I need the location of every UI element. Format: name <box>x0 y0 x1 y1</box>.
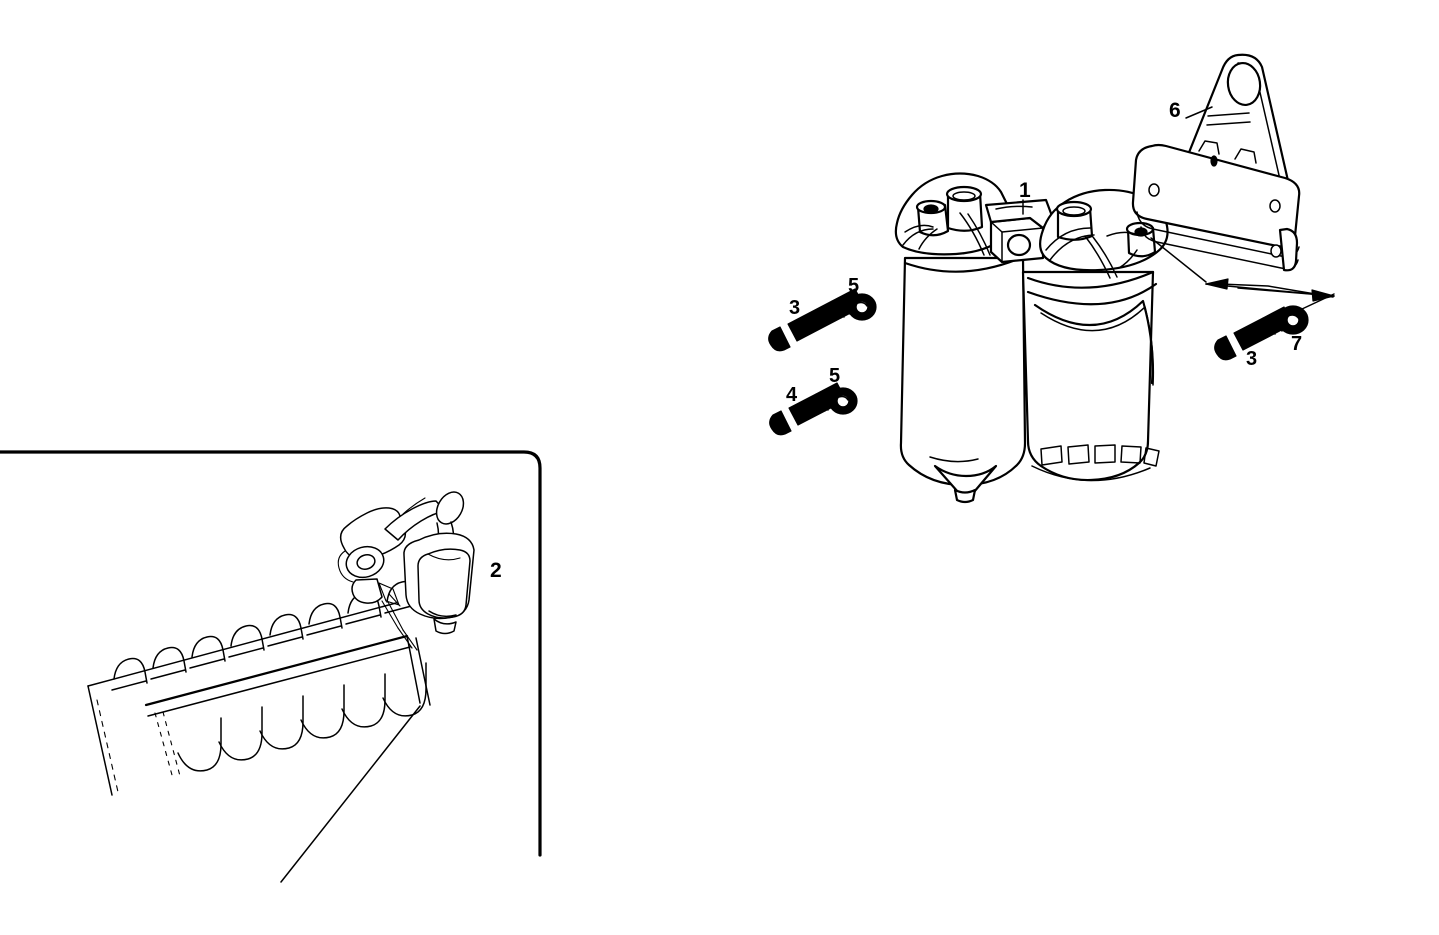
inset-panel-border <box>0 450 542 857</box>
mounting-bracket <box>1131 53 1301 272</box>
callout-6: 6 <box>1169 99 1181 122</box>
callout-7: 7 <box>1291 333 1303 355</box>
engine-cooling-fins <box>177 662 427 772</box>
inset-fuel-lift-pump <box>337 491 475 651</box>
callout-2: 2 <box>490 559 502 582</box>
fuel-filter-assembly <box>894 172 1169 504</box>
callout-5-upper: 5 <box>848 275 860 297</box>
callout-1: 1 <box>1019 179 1031 202</box>
bolt-3-long-left <box>768 288 865 352</box>
washer-5-lower <box>828 387 858 415</box>
callout-3-right: 3 <box>1246 348 1258 370</box>
bolt-3-long-right <box>1214 306 1294 361</box>
callout-3-left: 3 <box>789 297 801 319</box>
callout-4: 4 <box>786 384 798 406</box>
inset-engine-block <box>87 580 431 883</box>
callout-5-lower: 5 <box>829 365 841 387</box>
leader-lines <box>1022 106 1335 318</box>
washer-5-upper <box>847 293 877 321</box>
washer-7-spring <box>1277 305 1309 335</box>
filter-grip-slots <box>1040 444 1160 467</box>
